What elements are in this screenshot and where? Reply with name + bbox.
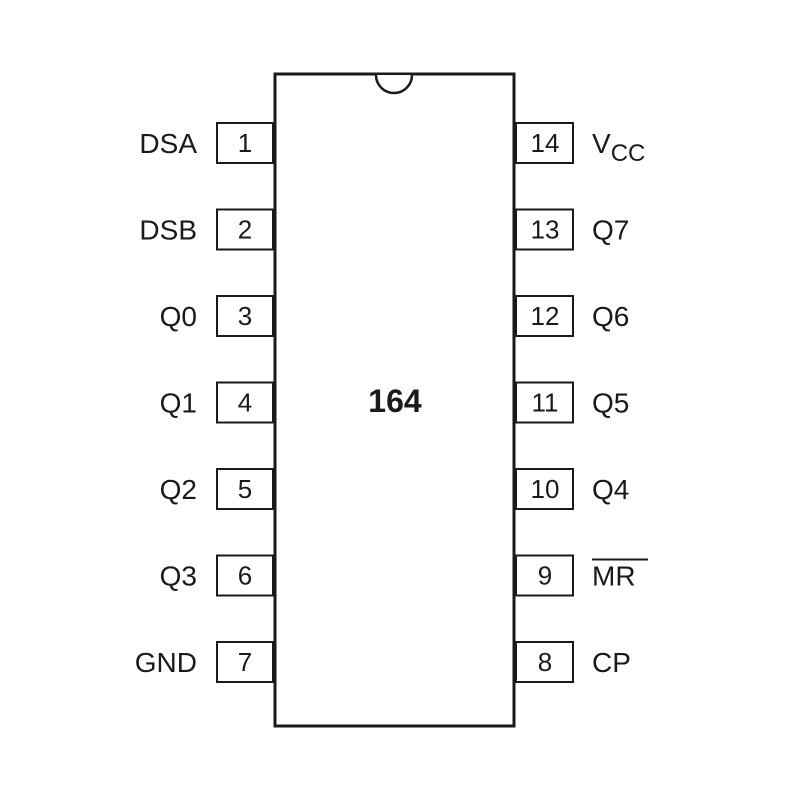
pin-number: 11 — [532, 388, 559, 418]
pin-name: DSB — [139, 215, 197, 246]
pin-name: Q0 — [160, 301, 197, 332]
pin-box — [216, 381, 274, 424]
pin-name: Q3 — [160, 561, 197, 592]
pin-2: 2 DSB — [139, 208, 274, 251]
pin-box — [515, 468, 574, 510]
orientation-notch — [374, 74, 414, 95]
pin-7: 7 GND — [135, 641, 274, 683]
pin-name-subscript: CC — [611, 140, 646, 167]
pin-box — [515, 208, 574, 251]
chip-package: 164 — [273, 72, 516, 728]
pin-number: 10 — [531, 474, 560, 504]
pin-10: 10 Q4 — [515, 468, 629, 510]
pin-number: 1 — [238, 128, 252, 158]
pin-11: 11 Q5 — [515, 381, 629, 424]
pin-number: 13 — [531, 215, 560, 245]
pin-name: Q7 — [592, 215, 629, 246]
pin-name: Q4 — [592, 474, 629, 505]
pin-box — [515, 641, 574, 683]
pin-number: 4 — [238, 388, 252, 418]
pin-box — [515, 381, 574, 424]
pin-box — [515, 122, 574, 164]
pin-number: 14 — [531, 128, 560, 158]
pin-box — [216, 208, 274, 251]
pin-name: GND — [135, 647, 197, 678]
pin-number: 2 — [238, 215, 252, 245]
pin-number: 5 — [238, 474, 252, 504]
pin-box — [515, 554, 574, 597]
pin-number: 12 — [531, 301, 560, 331]
pin-name-main: Q5 — [592, 388, 629, 419]
pin-name: Q1 — [160, 388, 197, 419]
pin-name: VCC — [592, 128, 645, 167]
pin-3: 3 Q0 — [160, 295, 274, 337]
pin-name-main: Q6 — [592, 301, 629, 332]
pin-name: MR — [592, 561, 636, 592]
pin-name-main: CP — [592, 647, 631, 678]
pin-box — [216, 122, 274, 164]
pin-name: CP — [592, 647, 631, 678]
pin-5: 5 Q2 — [160, 468, 274, 510]
pin-number: 3 — [238, 301, 252, 331]
pin-number: 9 — [538, 561, 552, 591]
pin-name: Q2 — [160, 474, 197, 505]
pin-6: 6 Q3 — [160, 554, 274, 597]
chip-body — [273, 72, 516, 728]
pin-number: 6 — [238, 561, 252, 591]
pin-4: 4 Q1 — [160, 381, 274, 424]
pin-box — [216, 295, 274, 337]
pin-name: Q5 — [592, 388, 629, 419]
pin-number: 8 — [538, 647, 552, 677]
pin-name-main: V — [592, 128, 611, 159]
pin-12: 12 Q6 — [515, 295, 629, 337]
pin-8: 8 CP — [515, 641, 631, 683]
pin-name-main: MR — [592, 561, 636, 592]
pin-9: 9 MR — [515, 554, 648, 597]
pin-name-main: Q7 — [592, 215, 629, 246]
pin-box — [216, 468, 274, 510]
chip-label: 164 — [368, 383, 422, 419]
pin-name: Q6 — [592, 301, 629, 332]
pin-13: 13 Q7 — [515, 208, 629, 251]
pin-14: 14 VCC — [515, 122, 645, 167]
pin-box — [515, 295, 574, 337]
pin-box — [216, 554, 274, 597]
right-pin-column: 14 VCC 13 Q7 12 Q6 11 Q5 10 Q4 9 MR 8 CP — [515, 122, 648, 683]
pin-name-main: Q4 — [592, 474, 629, 505]
pin-name: DSA — [139, 128, 197, 159]
pin-box — [216, 641, 274, 683]
pin-1: 1 DSA — [139, 122, 274, 164]
pin-number: 7 — [238, 647, 252, 677]
left-pin-column: 1 DSA 2 DSB 3 Q0 4 Q1 5 Q2 6 Q3 7 GND — [135, 122, 274, 683]
